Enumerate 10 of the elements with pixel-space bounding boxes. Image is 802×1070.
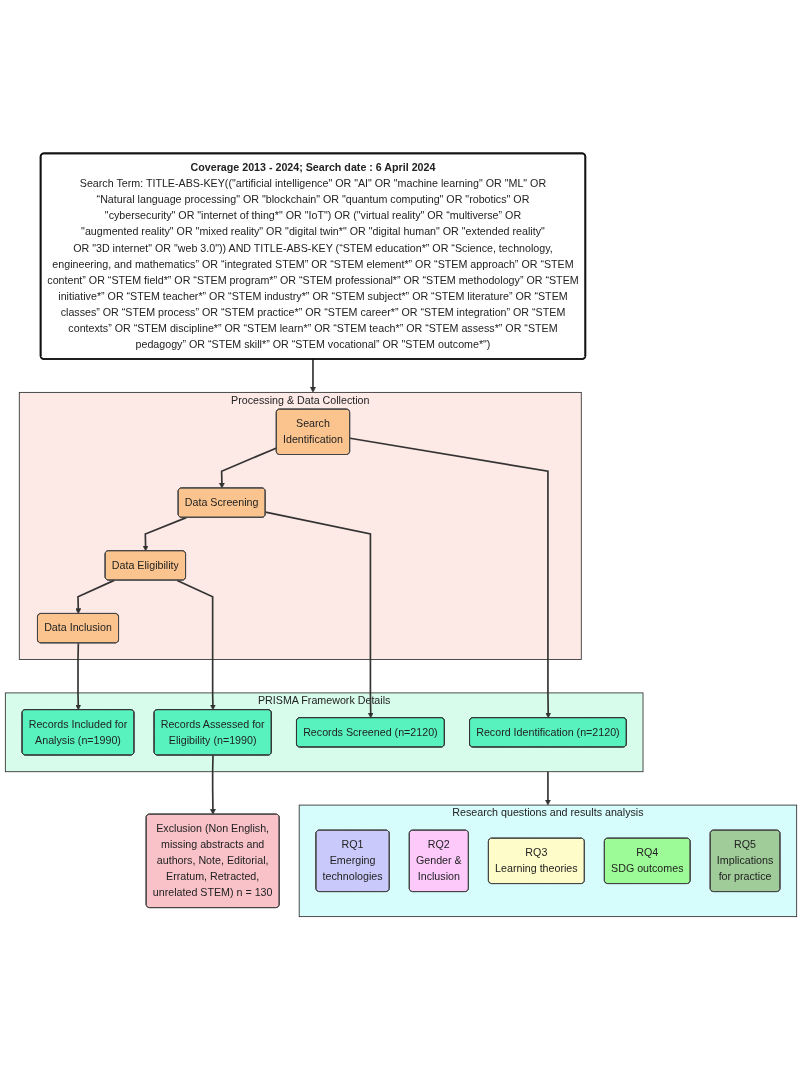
arrow [142,516,188,552]
arrow [75,642,82,711]
arrow [75,579,115,615]
arrow [176,579,216,711]
arrow [218,447,278,489]
arrow [349,437,552,719]
arrow [545,770,551,806]
arrow [310,358,316,393]
arrow [210,754,216,815]
arrow [264,511,374,719]
